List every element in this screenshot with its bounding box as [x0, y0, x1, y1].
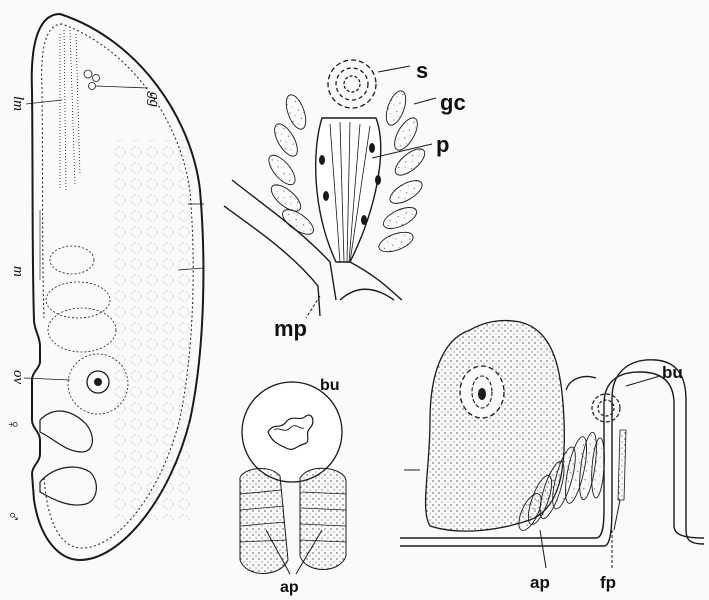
label-fp: fp [600, 573, 616, 592]
label-ov: ov [10, 370, 26, 385]
label-ap-c: ap [280, 579, 299, 596]
figure-b-gland [223, 59, 437, 319]
label-bu-c: bu [320, 377, 340, 394]
label-gg: gg [146, 92, 162, 108]
label-p: p [436, 132, 449, 157]
label-male-symbol: ♂ [4, 510, 23, 523]
label-female-symbol: ♀ [4, 418, 23, 431]
label-gc: gc [440, 90, 466, 115]
figure-a-whole-worm [23, 12, 205, 562]
label-m: m [10, 266, 26, 277]
label-s: s [416, 58, 428, 83]
figure-c-bulb [239, 381, 347, 575]
label-mp: mp [274, 316, 307, 341]
figure-d-organ [400, 319, 705, 569]
label-ap-d: ap [530, 573, 550, 592]
label-lm: lm [10, 96, 26, 111]
label-bu-d: bu [662, 363, 683, 382]
